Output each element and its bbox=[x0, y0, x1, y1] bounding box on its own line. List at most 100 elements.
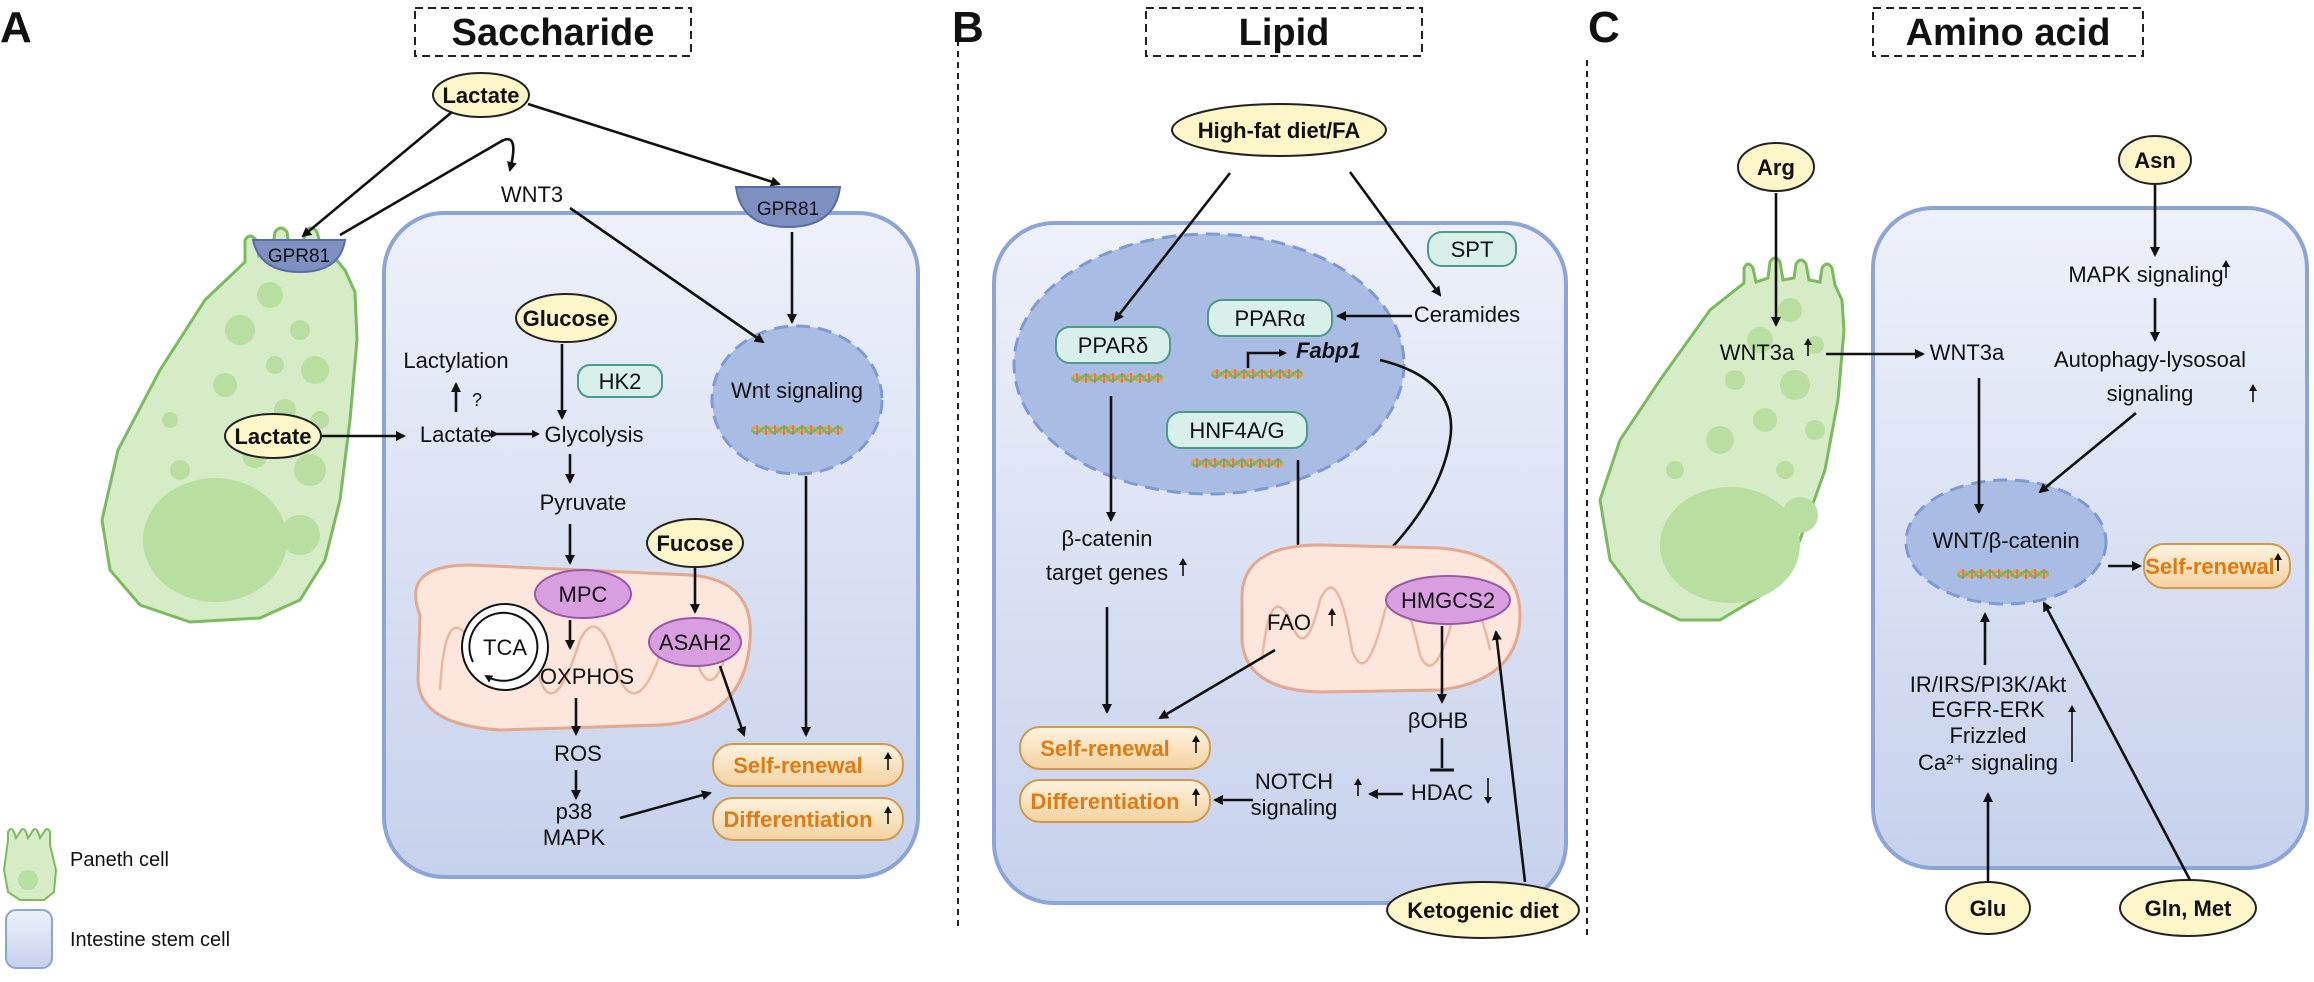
hnf4a-factor bbox=[1166, 411, 1308, 449]
isc-legend-icon bbox=[5, 909, 53, 969]
hnf4a-label: HNF4A/G bbox=[1189, 418, 1284, 443]
p38-label: p38 bbox=[556, 799, 593, 824]
gpr81-right-receptor bbox=[734, 186, 842, 229]
legend-isc-label: Intestine stem cell bbox=[70, 929, 230, 951]
paneth-legend-nucleus bbox=[18, 870, 38, 890]
paneth-nucleus-a bbox=[143, 478, 287, 602]
hk2-label: HK2 bbox=[599, 369, 642, 394]
mpc-label: MPC bbox=[559, 582, 608, 607]
ros-label: ROS bbox=[554, 741, 602, 766]
panel-a-title: Saccharide bbox=[452, 12, 655, 54]
fabp1-label: Fabp1 bbox=[1296, 338, 1361, 363]
legend-paneth-label: Paneth cell bbox=[70, 849, 169, 871]
gln-met-label: Gln, Met bbox=[2145, 896, 2232, 921]
wnt3a-isc-label: WNT3a bbox=[1930, 340, 2005, 365]
glucose-label: Glucose bbox=[523, 306, 610, 331]
differentiation-box-b bbox=[1019, 779, 1211, 823]
differentiation-a-label: Differentiation bbox=[723, 807, 872, 832]
line-gpr81-left-to-wnt3 bbox=[339, 140, 501, 237]
ca-signaling-label: Ca²⁺ signaling bbox=[1918, 750, 2058, 775]
self-renewal-b-label: Self-renewal bbox=[1040, 736, 1170, 761]
glucose-node bbox=[515, 293, 617, 343]
panel-c-title: Amino acid bbox=[1906, 12, 2111, 54]
arrow-p38-to-differentiation bbox=[619, 790, 712, 820]
self-renewal-c-label: Self-renewal bbox=[2145, 554, 2275, 579]
arg-label: Arg bbox=[1757, 155, 1795, 180]
asah2-label: ASAH2 bbox=[659, 630, 731, 655]
lactylation-label: Lactylation bbox=[403, 348, 508, 373]
down-arrow-icon bbox=[1484, 778, 1492, 804]
fao-label: FAO bbox=[1267, 610, 1311, 635]
glu-label: Glu bbox=[1970, 896, 2007, 921]
mpc-transporter bbox=[534, 569, 632, 619]
signaling-label: signaling bbox=[1251, 795, 1338, 820]
panel-c-letter: C bbox=[1588, 3, 1620, 52]
paneth-legend-icon bbox=[2, 828, 58, 901]
ir-irs-label: IR/IRS/PI3K/Akt bbox=[1910, 672, 2067, 697]
hfd-node bbox=[1171, 103, 1387, 157]
ketogenic-diet-node bbox=[1386, 881, 1580, 939]
bohb-label: βOHB bbox=[1408, 708, 1468, 733]
wnt3a-paneth-label: WNT3a bbox=[1720, 340, 1795, 365]
fabp1-transcription-arrow bbox=[1246, 349, 1287, 368]
ppard-label: PPARδ bbox=[1078, 333, 1149, 358]
hmgcs2-label: HMGCS2 bbox=[1401, 588, 1495, 613]
arrow-hfd-to-ceramides bbox=[1348, 171, 1442, 297]
gpr81-left-label: GPR81 bbox=[268, 246, 330, 267]
hfd-label: High-fat diet/FA bbox=[1198, 118, 1361, 143]
tca-cycle bbox=[461, 603, 549, 691]
target-genes-label: target genes bbox=[1046, 560, 1168, 585]
question-mark: ? bbox=[472, 390, 482, 410]
self-renewal-a-label: Self-renewal bbox=[733, 753, 863, 778]
asah2-enzyme bbox=[648, 617, 742, 667]
frizzled-label: Frizzled bbox=[1949, 723, 2026, 748]
nucleus-c bbox=[1904, 478, 2108, 606]
asn-label: Asn bbox=[2134, 148, 2176, 173]
spt-enzyme bbox=[1427, 231, 1517, 267]
lactate-in-label: Lactate bbox=[420, 422, 492, 447]
autophagy-label: Autophagy-lysosoal bbox=[2054, 347, 2246, 372]
arrow-lactate-to-gpr81-left bbox=[301, 111, 453, 238]
panel-b-title-box bbox=[1145, 7, 1423, 57]
panel-c-title-box bbox=[1872, 7, 2144, 57]
lactate-paneth-node bbox=[224, 413, 322, 459]
lactate-top-label: Lactate bbox=[442, 83, 519, 108]
arrow-to-wnt3 bbox=[499, 137, 517, 172]
hk2-enzyme bbox=[577, 364, 663, 398]
notch-label: NOTCH bbox=[1255, 769, 1333, 794]
lactate-top-node bbox=[432, 72, 530, 118]
mapk-signaling-label: MAPK signaling bbox=[2068, 262, 2223, 287]
ketogenic-diet-label: Ketogenic diet bbox=[1407, 898, 1559, 923]
bcatenin-label: β-catenin bbox=[1062, 526, 1153, 551]
gpr81-right-label: GPR81 bbox=[757, 199, 819, 220]
self-renewal-box-c bbox=[2143, 543, 2291, 589]
arrow-fao-to-self-renewal bbox=[1158, 648, 1276, 720]
egfr-erk-label: EGFR-ERK bbox=[1931, 697, 2045, 722]
arrow-lactate-to-gpr81-right bbox=[527, 102, 781, 187]
oxphos-label: OXPHOS bbox=[540, 664, 634, 689]
hmgcs2-enzyme bbox=[1385, 575, 1511, 625]
arrow-wnt3-to-wnt-signaling bbox=[569, 206, 765, 344]
lactate-paneth-label: Lactate bbox=[234, 424, 311, 449]
arrow-ketogenic-to-hmgcs2 bbox=[1491, 630, 1527, 883]
arrow-asah2-to-self-renewal bbox=[718, 665, 747, 737]
gpr81-left-receptor bbox=[251, 239, 347, 274]
panel-a-title-box bbox=[414, 7, 692, 57]
up-arrow-icon bbox=[2068, 705, 2076, 762]
panel-b-letter: B bbox=[952, 3, 984, 52]
fucose-label: Fucose bbox=[656, 531, 733, 556]
differentiation-b-label: Differentiation bbox=[1030, 789, 1179, 814]
wnt-bcatenin-label: WNT/β-catenin bbox=[1932, 528, 2079, 553]
mapk-a-label: MAPK bbox=[543, 825, 606, 850]
fucose-node bbox=[646, 518, 744, 568]
differentiation-box-a bbox=[712, 797, 904, 841]
ppara-factor bbox=[1207, 299, 1333, 337]
self-renewal-box-b bbox=[1019, 726, 1211, 770]
wnt-signaling-label: Wnt signaling bbox=[731, 378, 863, 403]
arrow-gln-met-to-wnt-bcatenin bbox=[2042, 601, 2192, 881]
gln-met-node bbox=[2119, 879, 2257, 937]
tca-label: TCA bbox=[483, 635, 527, 660]
asn-node bbox=[2118, 135, 2192, 185]
